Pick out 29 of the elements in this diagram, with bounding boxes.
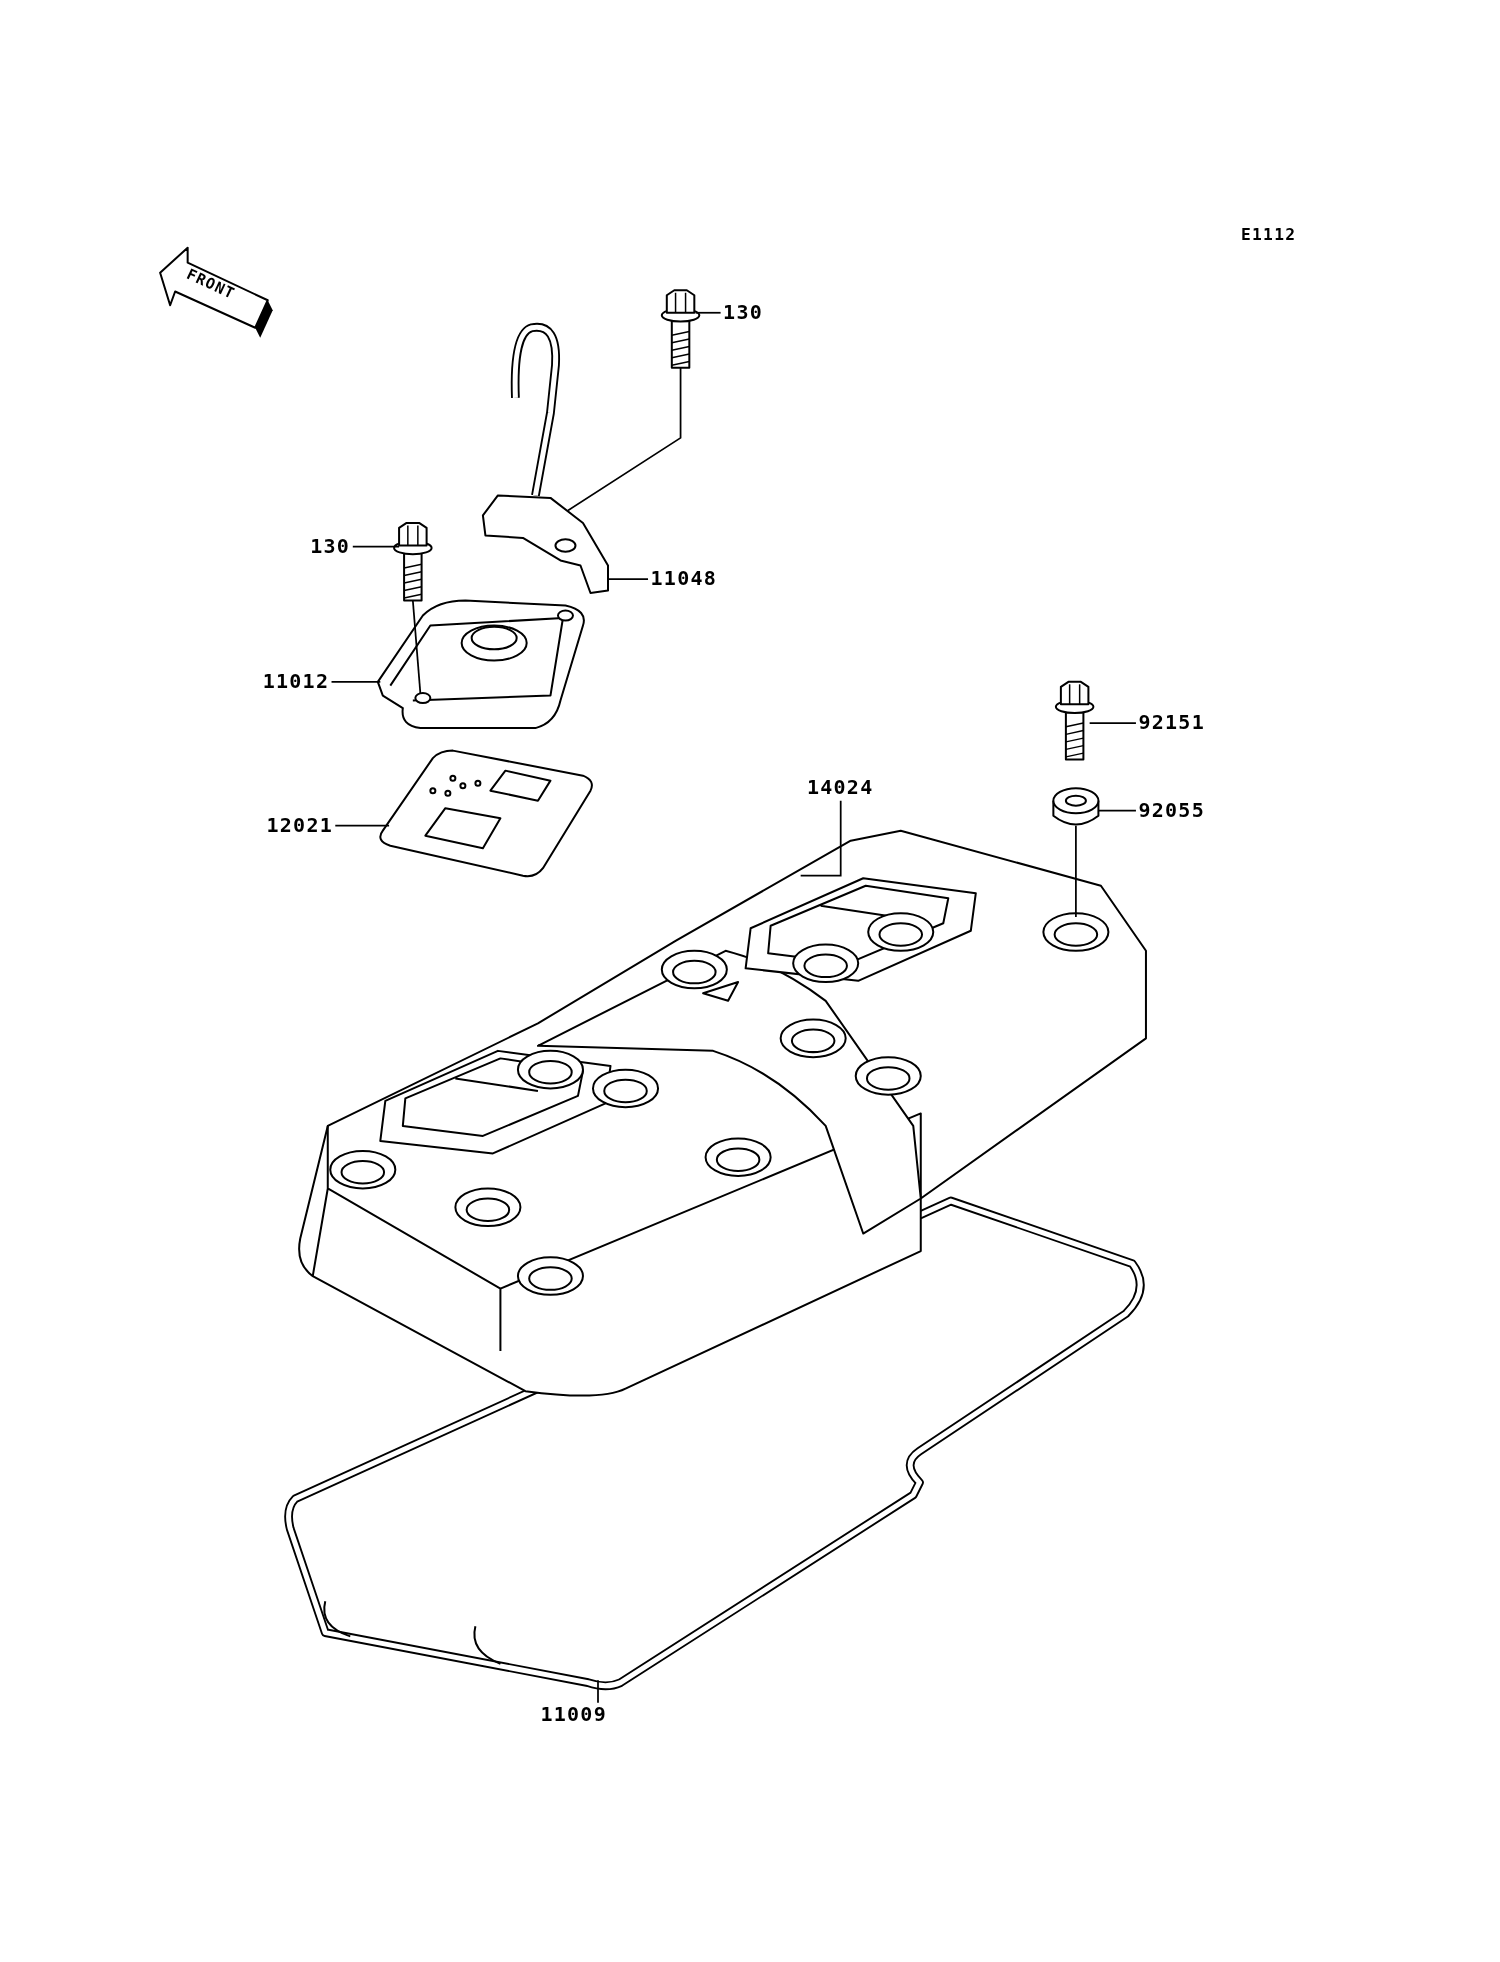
leader-line [1097, 809, 1137, 812]
callout-number: 92055 [1138, 799, 1205, 822]
callout-number: 11009 [540, 1703, 607, 1727]
leader-line [1088, 722, 1137, 724]
callout-number: 11012 [262, 670, 330, 694]
leader-line [334, 824, 390, 827]
washer-drawing [1052, 787, 1100, 826]
callout-number: 12021 [266, 814, 333, 837]
leader-line [607, 578, 649, 581]
assembly-line [1075, 824, 1077, 918]
bolt-drawing [660, 289, 701, 369]
leader-line [597, 1679, 599, 1704]
assembly-line [567, 366, 682, 512]
drawing-code: E1112 [1241, 224, 1297, 246]
callout-number: 130 [310, 535, 351, 558]
assembly-line [411, 599, 422, 694]
bolt-drawing [393, 521, 433, 602]
leader-line [330, 680, 382, 683]
callout-number: 92151 [1138, 711, 1205, 735]
callout-number: 130 [723, 301, 763, 324]
bracket-drawing [481, 322, 609, 594]
bolt-drawing [1054, 680, 1095, 761]
callout-number: 11048 [650, 567, 718, 591]
leader-line [799, 799, 842, 877]
gasket-drawing [379, 749, 593, 878]
leader-line [351, 545, 400, 548]
cover-drawing [376, 599, 585, 730]
leader-line [694, 311, 722, 314]
callout-number: 14024 [806, 776, 874, 800]
